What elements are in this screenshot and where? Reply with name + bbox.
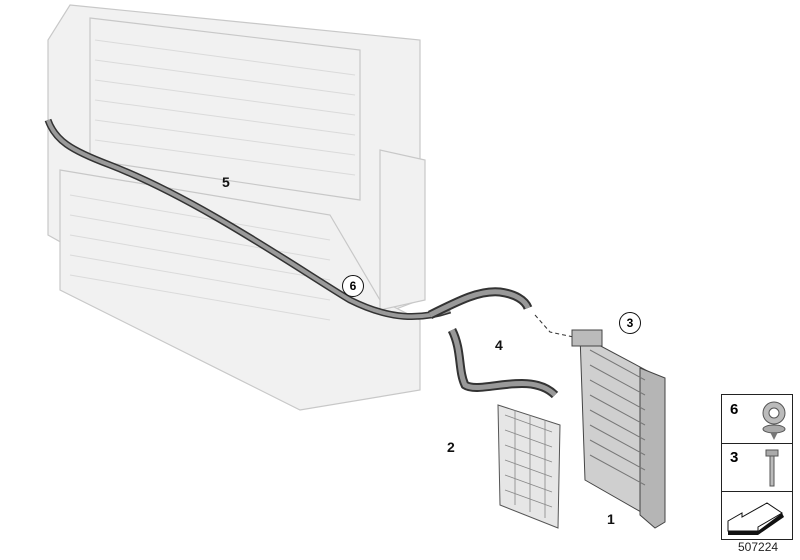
small-parts-legend: 6 3 bbox=[721, 394, 793, 540]
clip-icon bbox=[762, 401, 786, 440]
radiator-assembly bbox=[47, 4, 426, 411]
callout-1: 1 bbox=[607, 511, 615, 527]
callout-3: 3 bbox=[619, 312, 641, 334]
callout-5: 5 bbox=[222, 174, 230, 190]
callout-6: 6 bbox=[342, 275, 364, 297]
legend-row-3: 3 bbox=[722, 443, 792, 492]
bolt-icon bbox=[765, 449, 779, 487]
callout-2: 2 bbox=[447, 439, 455, 455]
callout-4: 4 bbox=[495, 337, 503, 353]
legend-number: 6 bbox=[730, 401, 739, 418]
legend-number: 3 bbox=[730, 449, 739, 466]
radiator-fins bbox=[69, 39, 356, 321]
direction-arrow-icon bbox=[727, 502, 784, 535]
diagram-id: 507224 bbox=[738, 540, 779, 554]
heat-shield-2 bbox=[497, 404, 561, 529]
oil-cooler-1 bbox=[571, 329, 666, 529]
legend-row-6: 6 bbox=[722, 395, 792, 444]
legend-row-direction bbox=[722, 491, 792, 539]
